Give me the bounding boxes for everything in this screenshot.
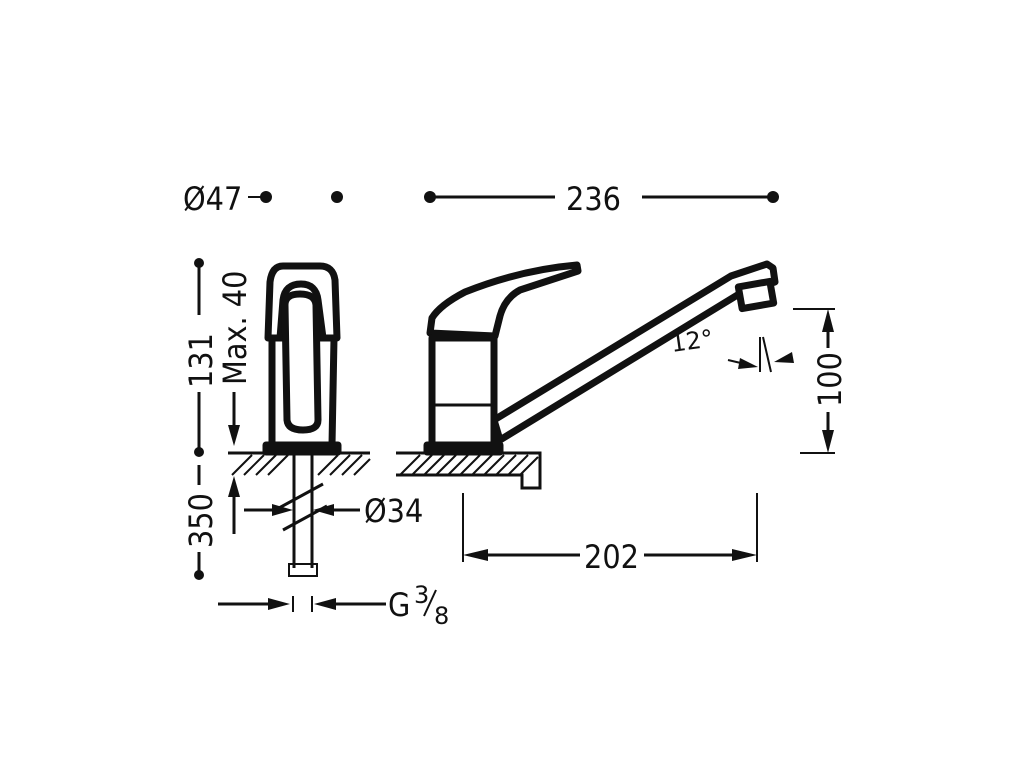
spout-height-dimension: 100 [793,308,849,454]
hose-fitting [288,563,318,577]
arrow-down [228,425,240,446]
spout [490,260,779,444]
spout-angle-dimension: 12° [669,324,794,373]
fraction-slash [423,589,437,617]
faucet-front-view [423,260,779,456]
hole-diameter-label: Ø34 [364,492,423,530]
angle-line [762,336,772,373]
break-marks [278,482,328,532]
arrow-right [268,598,290,610]
dimension-dot [194,570,204,580]
connection-sub: 8 [434,602,449,630]
spout-height-label: 100 [811,352,849,407]
front-body [428,334,498,449]
base-diameter-label: Ø47 [183,180,242,218]
spout-reach-label: 202 [584,538,639,576]
connection-sup: 3 [414,581,429,609]
spout-aerator [734,277,778,313]
countertop-right [396,451,542,490]
dimension-dot [767,191,779,203]
arrow-left [313,504,334,516]
side-body-inner [281,290,322,434]
arrow-left [463,549,488,561]
hole-diameter-dimension: Ø34 [244,492,423,530]
arrow-up [822,309,834,332]
connection-dimension: G 3 8 [218,581,449,630]
faucet-side-view [262,262,342,577]
top-dimension-row: Ø47 236 [183,180,779,218]
dimension-dot [260,191,272,203]
arrow-down [822,430,834,453]
arrow-up [228,476,240,497]
arrow-left [774,352,794,363]
hatching [399,454,539,476]
arrow-left [314,598,336,610]
height-label: 131 [182,333,220,388]
spout-reach-dimension: 202 [462,493,758,576]
hatching [231,454,371,476]
dimension-dot [194,447,204,457]
arrow-right [272,504,293,516]
front-base [423,441,504,456]
countertop-left [228,451,371,476]
dimension-dot [331,191,343,203]
handle-travel-label: Max. 40 [216,271,254,385]
counter-profile [396,451,542,490]
connection-label: G [388,586,410,624]
total-length-label: 236 [566,180,621,218]
side-handle [264,262,341,342]
arrow-right [738,358,758,369]
lever [426,261,582,340]
spout-angle-label: 12° [669,324,715,358]
hose-length-label: 350 [182,493,220,548]
side-base [262,441,342,456]
arrow-right [732,549,757,561]
left-vertical-dimensions: 131 Max. 40 350 [182,258,254,580]
